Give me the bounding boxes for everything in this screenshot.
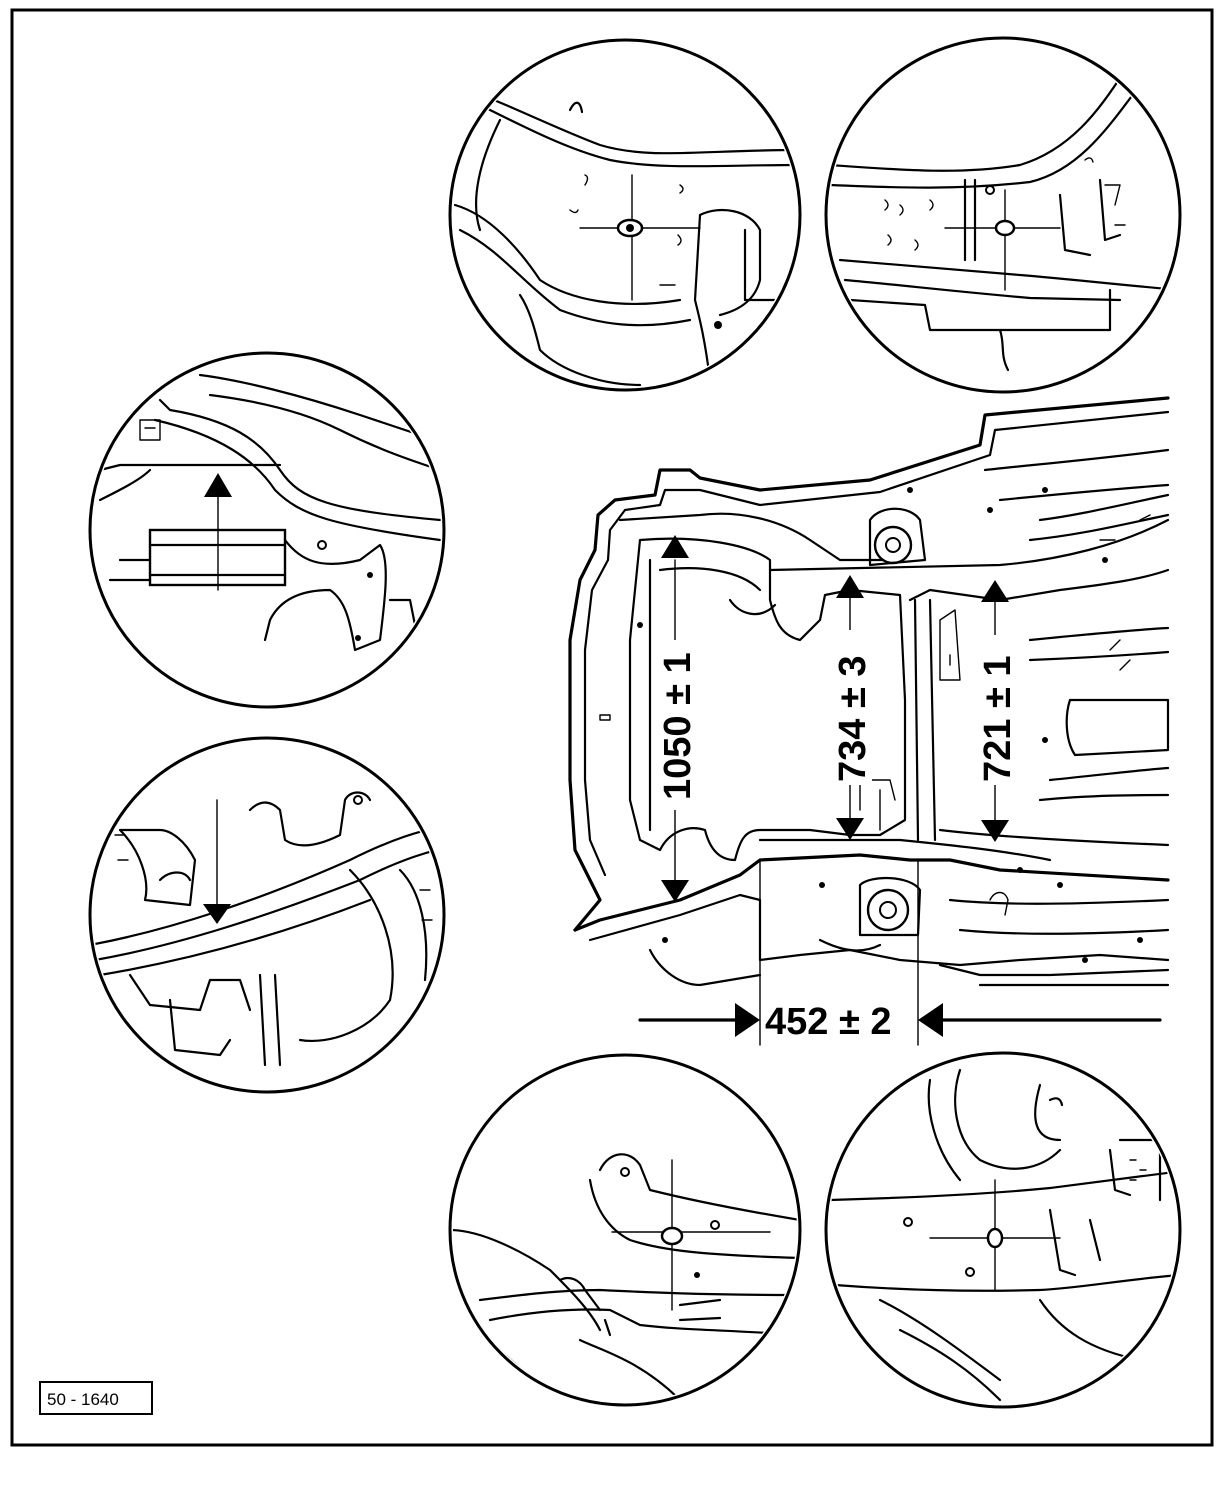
figure-reference-label: 50 - 1640: [47, 1390, 119, 1409]
underbody-main-view: [568, 396, 1170, 1046]
triangle-down-icon: [981, 820, 1009, 842]
triangle-up-icon: [981, 580, 1009, 602]
top-center-detail: [448, 38, 802, 392]
top-right-detail: [824, 36, 1182, 394]
dimension-mid-height: 734 ± 3: [832, 655, 874, 782]
triangle-left-icon: [918, 1003, 943, 1037]
triangle-up-icon: [836, 575, 864, 598]
label-backdrop: [655, 640, 697, 810]
label-backdrop: [975, 635, 1017, 785]
reference-box: [39, 1381, 153, 1415]
dimension-rear-height: 721 ± 1: [977, 655, 1019, 782]
bottom-center-detail: [448, 1053, 802, 1407]
triangle-down-icon: [203, 904, 231, 924]
triangle-up-icon: [204, 473, 232, 497]
label-backdrop: [830, 630, 872, 785]
left-lower-detail: [88, 736, 446, 1094]
triangle-down-icon: [836, 818, 864, 840]
dimension-horizontal: 452 ± 2: [765, 1001, 892, 1043]
triangle-down-icon: [661, 880, 689, 902]
dimension-front-height: 1050 ± 1: [657, 652, 699, 800]
triangle-up-icon: [661, 535, 689, 558]
left-upper-detail: [88, 351, 446, 709]
label-backdrop: [762, 1000, 912, 1042]
sheet-frame: [10, 8, 1214, 1447]
bottom-right-detail: [824, 1051, 1182, 1409]
triangle-right-icon: [735, 1003, 760, 1037]
